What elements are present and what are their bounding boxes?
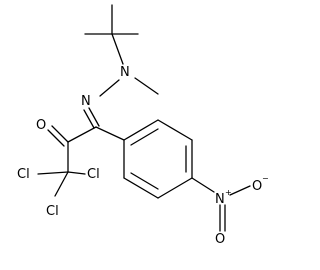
trichloromethyl-group [37,171,86,197]
benzene-ring [123,119,193,199]
atom-cl-1: Cl [17,167,30,182]
atom-n-hydrazine-1: N [120,65,130,80]
bond-aryl-nitro [191,177,215,193]
structure-diagram: N N O Cl Cl Cl N + O O − [17,4,269,247]
charge-o-nitro-2: − [262,174,269,183]
tert-butyl-group [84,4,139,65]
atom-n-nitro: N [215,192,225,207]
atom-o-carbonyl: O [36,118,46,133]
bond-c-o-double [47,125,69,147]
atom-n-hydrazine-2: N [81,94,91,109]
atom-cl-2: Cl [87,167,100,182]
bond-tbu-to-n [111,33,124,65]
atom-o-nitro-1: O [215,232,225,247]
charge-n-nitro: + [225,188,232,197]
bond-c-n-double [83,107,100,129]
bond-n-n [99,79,120,97]
bond-c-c-carbonyl [67,126,97,143]
atom-cl-3: Cl [46,204,59,219]
nitro-group-bonds [219,185,251,232]
bond-n-methyl [134,77,159,95]
atom-o-nitro-2: O [252,179,262,194]
bond-c-aryl [95,126,125,141]
